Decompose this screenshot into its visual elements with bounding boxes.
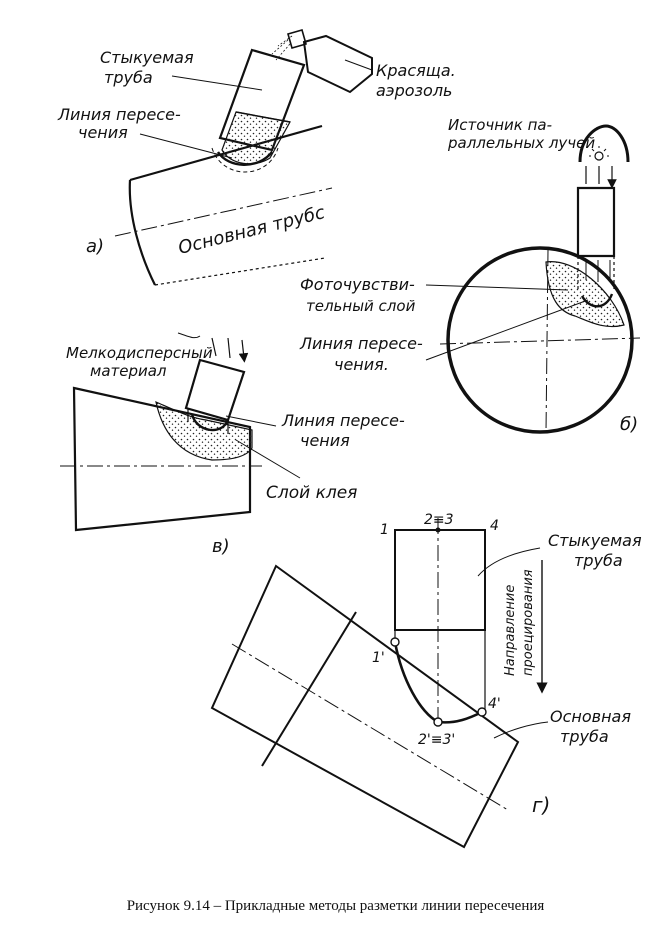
light-rays [585, 166, 612, 184]
panel-b-label: б) [620, 414, 638, 435]
point-4p-label: 4' [488, 696, 501, 712]
point-1p-label: 1' [372, 650, 385, 666]
direction-label-1: Направление [503, 585, 518, 676]
glue-layer-label: Слой клея [266, 483, 357, 503]
vertical-pipe-v [184, 358, 246, 422]
panel-a-label: а) [86, 236, 104, 257]
main-pipe-left-edge [128, 179, 156, 286]
reflector [578, 124, 630, 163]
paint-dots [221, 111, 291, 165]
point-23p [433, 717, 443, 727]
point-4-label: 4 [490, 518, 499, 534]
panel-a: Стыкуемая труба Красяща. аэрозоль Линия … [57, 29, 456, 286]
intersection-label-2: чения [78, 123, 128, 142]
main-pipe-v [72, 386, 252, 532]
main-pipe-axis [114, 187, 333, 237]
intersection-b-label-1: Линия пересе- [299, 334, 423, 353]
spray-lines [271, 35, 293, 61]
figure-caption: Рисунок 9.14 – Прикладные методы разметк… [126, 898, 545, 914]
main-g-label-2: труба [560, 727, 609, 746]
glue-layer [155, 400, 253, 461]
joined-g-label-2: труба [574, 551, 623, 570]
photo-layer-label-1: Фоточувстви- [300, 275, 415, 294]
leader-photo-layer [425, 284, 569, 291]
panel-v: Мелкодисперсный материал Линия пересе- ч… [60, 332, 405, 557]
main-g-label-1: Основная [550, 707, 631, 726]
aerosol-can [302, 34, 373, 94]
panel-g: 1 2≡3 4 1' 4' 2'≡3' Стыкуемая труба Напр… [210, 512, 642, 849]
intersection-curve-b [580, 293, 614, 308]
aerosol-label-2: аэрозоль [376, 81, 452, 100]
leader-intersection-v [225, 415, 277, 427]
rays-below [585, 260, 611, 282]
joined-pipe-label-1: Стыкуемая [100, 48, 194, 67]
point-4p [477, 707, 487, 717]
leader-main-g [493, 721, 549, 739]
joined-pipe-g [394, 529, 486, 631]
panel-v-label: в) [212, 536, 230, 557]
intersection-b-label-2: чения. [334, 355, 389, 374]
leader-material [177, 332, 201, 339]
joined-g-label-1: Стыкуемая [548, 531, 642, 550]
intersection-label-1: Линия пересе- [57, 105, 181, 124]
leader-joined [171, 75, 263, 91]
leader-intersection-b [425, 299, 589, 361]
material-label-1: Мелкодисперсный [66, 344, 213, 362]
lamp-rays-icon [589, 146, 609, 157]
intersection-curve-v [190, 413, 230, 432]
material-label-2: материал [90, 362, 167, 380]
point-23-label: 2≡3 [424, 512, 454, 528]
leader-joined-g [477, 547, 541, 577]
main-pipe-label: Основная трубс [176, 202, 327, 259]
point-23p-label: 2'≡3' [418, 732, 455, 748]
source-label-2: раллельных лучей [447, 134, 595, 152]
intersection-dashed [211, 147, 279, 173]
direction-label-2: проецирования [521, 569, 536, 676]
material-arrows [211, 337, 244, 358]
photo-layer-label-2: тельный слой [306, 297, 416, 315]
intersection-v-label-1: Линия пересе- [281, 411, 405, 430]
lamp-icon [594, 151, 604, 161]
joined-pipe-label-2: труба [104, 68, 153, 87]
panel-g-label: г) [532, 793, 550, 817]
vertical-pipe [576, 186, 616, 258]
intersection-curve [216, 151, 273, 166]
main-pipe-g [210, 564, 520, 849]
point-1-label: 1 [380, 522, 389, 538]
leader-intersection [139, 133, 233, 159]
source-label-1: Источник па- [448, 116, 552, 134]
pipe-circle [446, 246, 634, 434]
photo-layer [545, 261, 625, 328]
panel-b: Источник па- раллельных лучей Фоточувств… [299, 116, 641, 435]
circle-axis-h [439, 337, 641, 345]
point-23 [435, 527, 441, 533]
aerosol-label-1: Красяща. [376, 61, 456, 80]
main-pipe-g-section [261, 611, 357, 767]
leader-glue [235, 439, 301, 479]
aerosol-nozzle [287, 29, 307, 49]
point-1p [390, 637, 400, 647]
intersection-v-label-2: чения [300, 431, 350, 450]
projection-lines [394, 630, 486, 712]
leader-aerosol [344, 59, 373, 71]
main-pipe-g-axis [231, 643, 509, 811]
main-pipe-bottom-edge [154, 257, 326, 286]
